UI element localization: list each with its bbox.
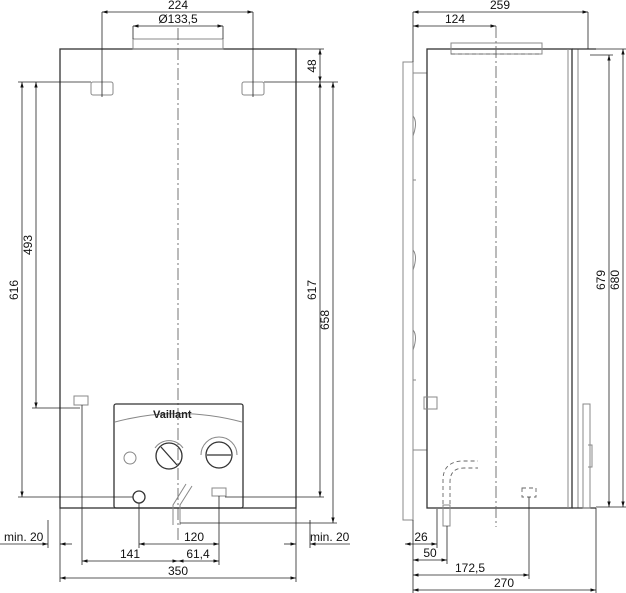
dim-617: 617 <box>305 280 319 300</box>
dim-141: 141 <box>120 547 140 561</box>
dim-172-5: 172,5 <box>455 561 485 575</box>
dim-61-4: 61,4 <box>186 547 210 561</box>
dim-350: 350 <box>168 564 188 578</box>
dim-224: 224 <box>168 0 188 12</box>
dim-min-20-right: min. 20 <box>310 530 350 544</box>
dim-658: 658 <box>318 310 332 330</box>
front-view: Vaillant 224 Ø133,5 616 493 <box>0 0 350 582</box>
side-casing <box>426 48 573 509</box>
dim-min-20-left: min. 20 <box>4 530 44 544</box>
wall-plate <box>402 61 414 521</box>
dim-120: 120 <box>184 530 204 544</box>
dim-493: 493 <box>21 235 35 255</box>
dim-259: 259 <box>490 0 510 12</box>
side-hook <box>423 396 438 410</box>
side-connector <box>521 487 537 498</box>
dim-flue-diameter: Ø133,5 <box>158 12 198 26</box>
gas-connector <box>132 490 146 504</box>
dim-26: 26 <box>414 530 428 544</box>
cold-water-hook <box>73 395 89 406</box>
outlet-pipe <box>172 483 193 525</box>
dim-270: 270 <box>494 576 514 590</box>
dim-616: 616 <box>7 280 21 300</box>
vaillant-logo: Vaillant <box>153 409 192 421</box>
dim-48: 48 <box>305 59 319 73</box>
side-outlet-pipe <box>442 460 478 525</box>
power-knob[interactable] <box>155 442 183 470</box>
dim-124: 124 <box>445 12 465 26</box>
side-fittings <box>582 403 593 509</box>
side-view: 259 124 679 680 26 50 172,5 270 <box>402 0 626 593</box>
dim-679: 679 <box>594 270 608 290</box>
dim-50: 50 <box>423 546 437 560</box>
temperature-knob[interactable] <box>205 441 233 469</box>
indicator-light <box>123 451 137 465</box>
control-panel: Vaillant <box>113 403 244 525</box>
dim-680: 680 <box>608 270 622 290</box>
water-connector <box>211 487 227 497</box>
